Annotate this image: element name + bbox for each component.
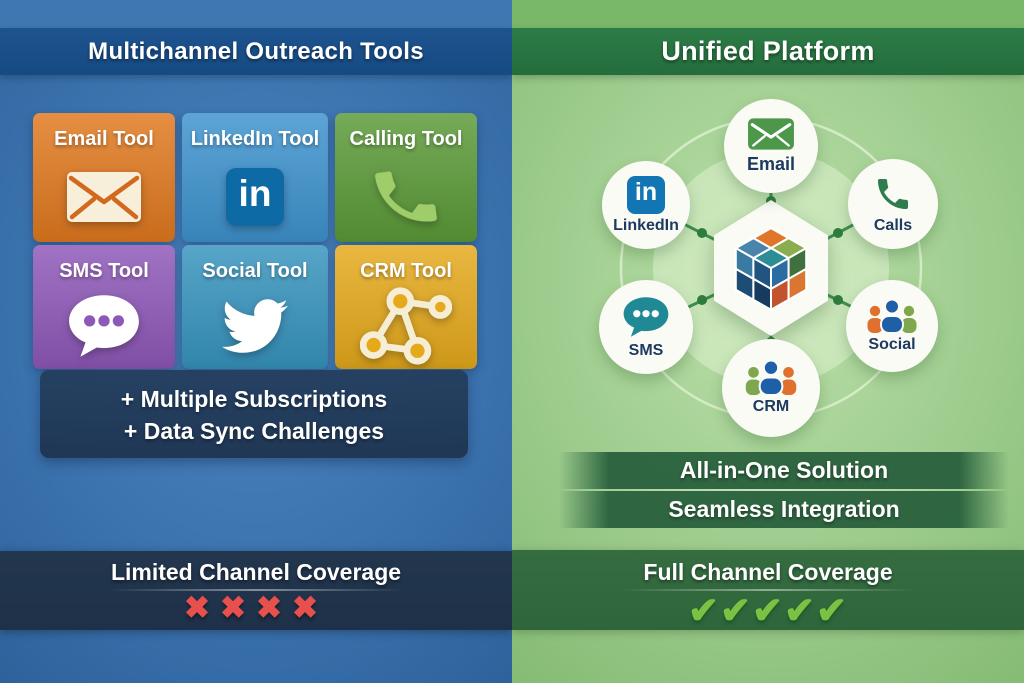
right-title: Unified Platform: [661, 36, 875, 66]
left-panel: Multichannel Outreach Tools Email Tool L…: [0, 0, 512, 683]
hub-node-sms: SMS: [599, 280, 693, 374]
people-group-icon: [867, 298, 917, 333]
hub-node-calls: Calls: [848, 159, 938, 249]
people-group-icon: [745, 360, 797, 395]
left-header-band: Multichannel Outreach Tools: [0, 28, 512, 75]
right-footer-band: Full Channel Coverage ✔✔✔✔✔: [512, 550, 1024, 630]
tool-card-email: Email Tool: [33, 113, 175, 242]
hub-node-email: Email: [724, 99, 818, 193]
twitter-bird-icon: [222, 299, 288, 353]
tool-card-crm: CRM Tool: [335, 245, 477, 369]
right-footer-title: Full Channel Coverage: [643, 559, 893, 585]
network-nodes-icon: [360, 287, 452, 365]
tool-grid: Email Tool LinkedIn Tool in: [33, 113, 477, 369]
integration-cube-icon: [734, 226, 808, 311]
benefit-line: All-in-One Solution: [559, 452, 1009, 489]
linkedin-icon: in: [627, 175, 665, 214]
right-panel: Unified Platform: [512, 0, 1024, 683]
tool-card-sms: SMS Tool: [33, 245, 175, 369]
right-header-band: Unified Platform: [512, 28, 1024, 75]
hub-node-crm: CRM: [722, 339, 820, 437]
drawback-line: + Multiple Subscriptions: [120, 386, 388, 412]
hub-node-linkedin: in LinkedIn: [602, 161, 690, 249]
tool-card-social: Social Tool: [182, 245, 328, 369]
left-footer-title: Limited Channel Coverage: [110, 559, 402, 585]
hub-node-label: LinkedIn: [613, 216, 679, 234]
divider: [618, 589, 918, 591]
drawback-line: + Data Sync Challenges: [123, 418, 385, 444]
hub-node-social: Social: [846, 280, 938, 372]
tool-card-label: Social Tool: [202, 260, 308, 282]
left-top-strip: [0, 0, 512, 28]
envelope-icon: [67, 171, 141, 222]
phone-icon: [375, 170, 437, 222]
left-footer-band: Limited Channel Coverage ✖✖✖✖: [0, 551, 512, 630]
speech-bubble-icon: [623, 296, 669, 337]
speech-bubble-icon: [69, 295, 139, 357]
tool-card-label: SMS Tool: [59, 260, 149, 282]
benefits-banner: All-in-One Solution Seamless Integration: [559, 452, 1009, 528]
tool-card-linkedin: LinkedIn Tool in: [182, 113, 328, 242]
benefit-line: Seamless Integration: [559, 491, 1009, 528]
right-top-strip: [512, 0, 1024, 28]
tool-card-label: Email Tool: [54, 128, 154, 150]
envelope-icon: [748, 118, 794, 150]
check-marks: ✔✔✔✔✔: [687, 590, 848, 631]
hub-node-label: Email: [746, 154, 796, 174]
phone-icon: [878, 178, 908, 209]
drawbacks-box: + Multiple Subscriptions + Data Sync Cha…: [40, 370, 468, 458]
divider: [559, 489, 1009, 491]
tool-card-label: CRM Tool: [360, 260, 452, 282]
divider: [106, 589, 406, 591]
tool-card-calling: Calling Tool: [335, 113, 477, 242]
hub-node-label: SMS: [628, 341, 664, 359]
tool-card-label: Calling Tool: [349, 128, 463, 150]
hub-center: [709, 200, 833, 336]
hub-node-label: Social: [868, 335, 916, 353]
linkedin-icon: in: [226, 167, 284, 226]
hub-node-label: Calls: [873, 216, 913, 234]
left-title: Multichannel Outreach Tools: [88, 37, 424, 65]
tool-card-label: LinkedIn Tool: [190, 128, 320, 150]
hub-node-label: CRM: [752, 398, 790, 415]
x-marks: ✖✖✖✖: [184, 590, 328, 625]
